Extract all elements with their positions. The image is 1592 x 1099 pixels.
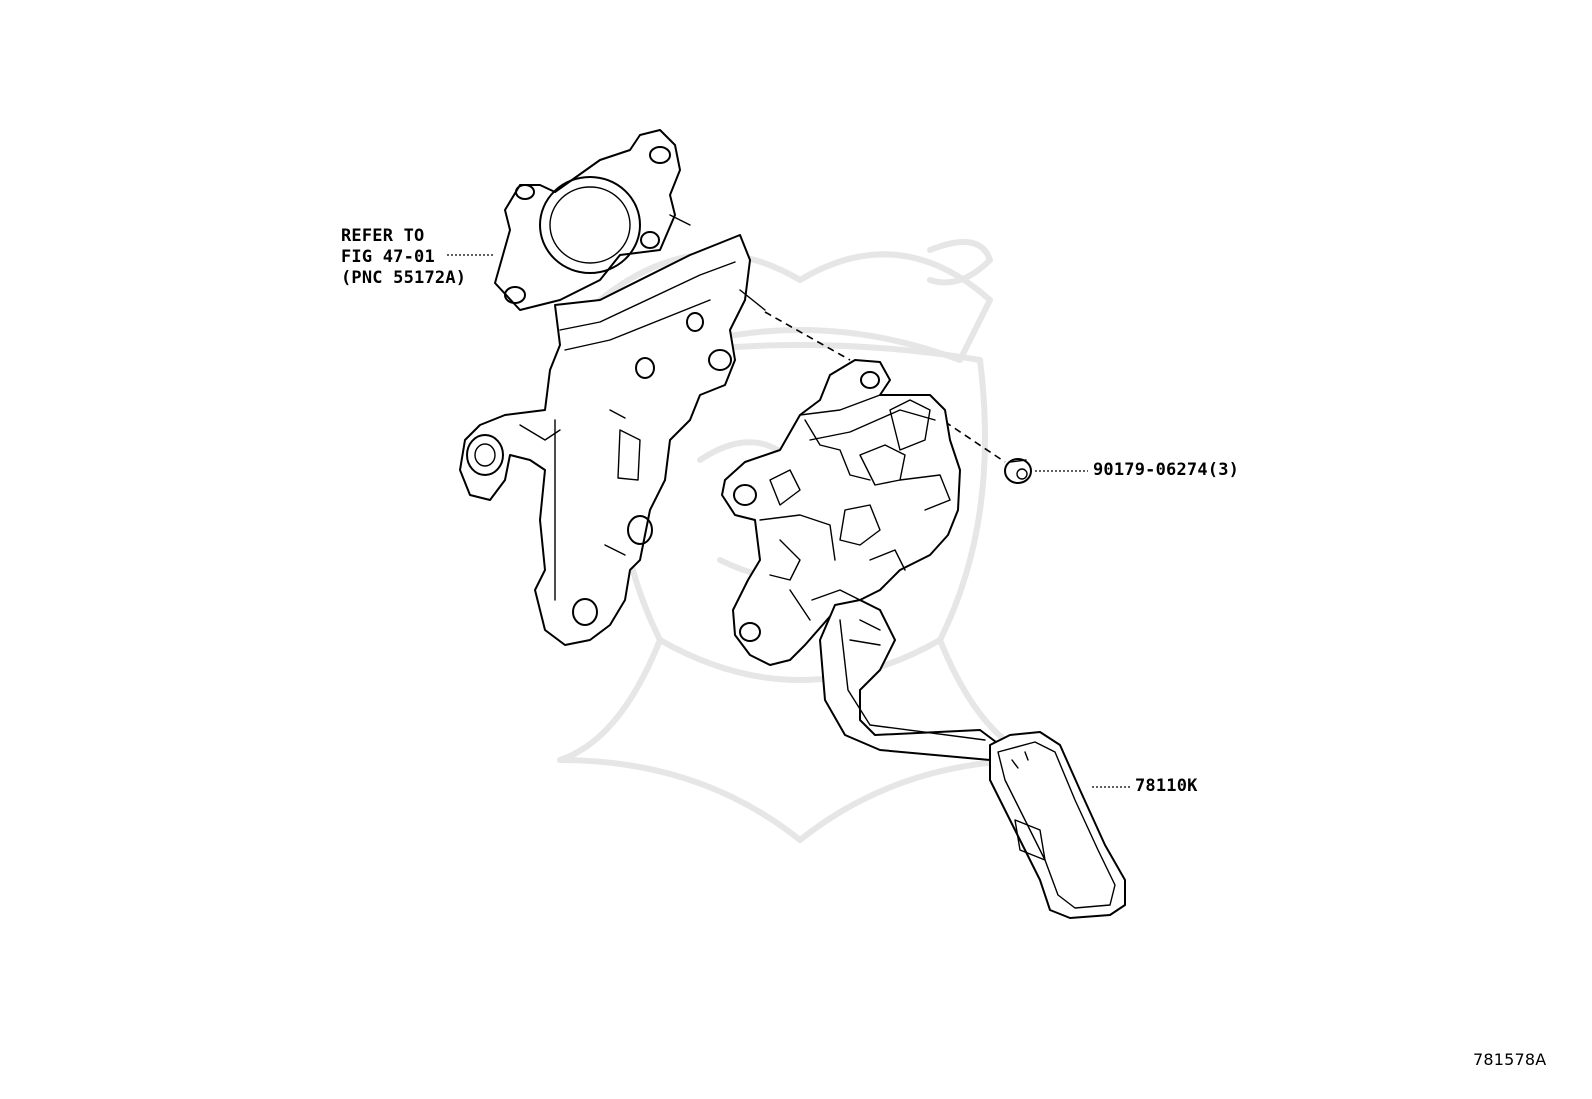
refer-line-1: REFER TO xyxy=(341,226,425,246)
pedal-bracket xyxy=(459,129,766,646)
part-number-nut: 90179-06274(3) xyxy=(1093,460,1240,480)
refer-line-3: (PNC 55172A) xyxy=(341,268,467,288)
part-number-pedal: 78110K xyxy=(1135,776,1198,796)
refer-to-label: REFER TO FIG 47-01 (PNC 55172A) xyxy=(341,226,466,289)
refer-line-2: FIG 47-01 xyxy=(341,247,435,267)
diagram-reference-number: 781578A xyxy=(1473,1050,1547,1069)
accelerator-pedal-assembly xyxy=(721,359,1126,919)
nut-part xyxy=(1004,458,1032,484)
mount-line-top xyxy=(764,311,851,361)
mount-line-bolt xyxy=(904,394,1006,463)
